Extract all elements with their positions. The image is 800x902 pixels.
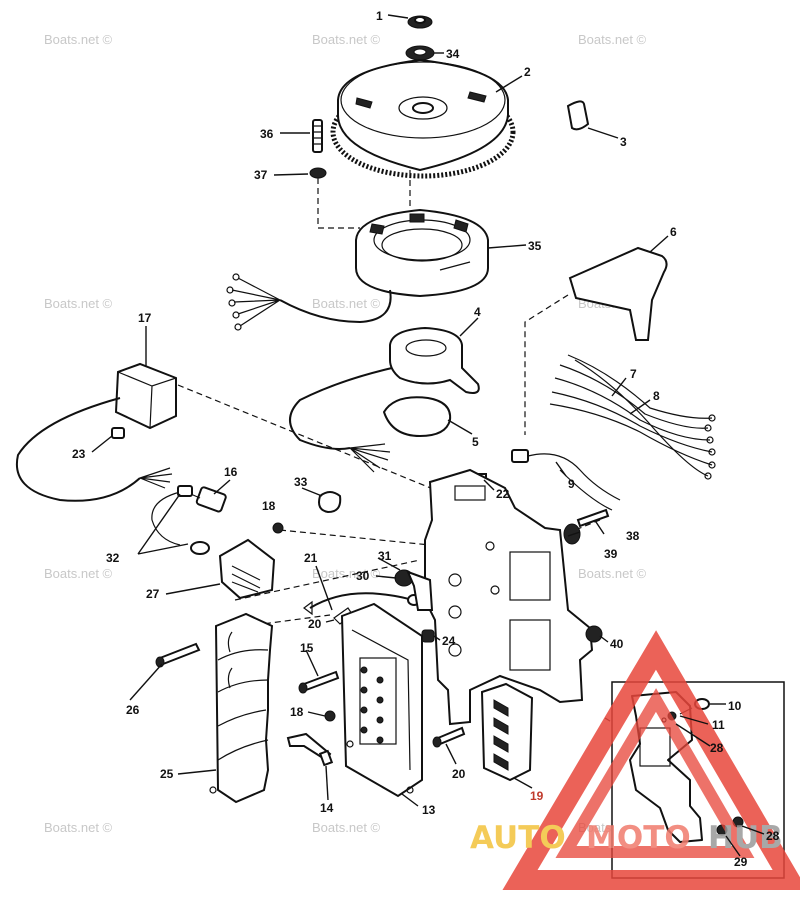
- key-part-3: [566, 100, 590, 131]
- gasket-part-5: [383, 396, 452, 437]
- callout-3: 3: [620, 135, 627, 149]
- watermark-layer: Boats.net © Boats.net © Boats.net © Boat…: [44, 32, 647, 835]
- callout-28a: 28: [710, 741, 724, 755]
- callout-6: 6: [670, 225, 677, 239]
- harness-parts-7-8: [549, 354, 716, 480]
- callout-40: 40: [610, 637, 624, 651]
- callout-33: 33: [294, 475, 308, 489]
- callout-35: 35: [528, 239, 542, 253]
- callout-30: 30: [356, 569, 370, 583]
- callout-27: 27: [146, 587, 160, 601]
- logo-text-auto: AUTO: [470, 820, 566, 856]
- callout-31: 31: [378, 549, 392, 563]
- callout-16: 16: [224, 465, 238, 479]
- mounting-plate: [424, 468, 594, 726]
- bracket-part-31: [406, 570, 434, 611]
- watermark: Boats.net ©: [578, 566, 647, 581]
- callout-21: 21: [304, 551, 318, 565]
- callout-20a: 20: [308, 617, 322, 631]
- nut-part-1: [407, 15, 433, 29]
- logo-triangle-icon: [502, 630, 800, 890]
- logo-text-hub: HUB: [708, 820, 783, 856]
- watermark: Boats.net ©: [44, 32, 113, 47]
- watermark: Boats.net ©: [578, 32, 647, 47]
- clamp-part-33: [318, 491, 342, 513]
- coil-part-17: [15, 362, 177, 502]
- callout-38: 38: [626, 529, 640, 543]
- nut-part-40: [585, 625, 603, 643]
- cover-part-25: [209, 612, 274, 804]
- callout-11: 11: [712, 718, 725, 732]
- leader-lines: [91, 14, 765, 857]
- callout-34: 34: [446, 47, 460, 61]
- screw-part-23: [111, 427, 125, 439]
- sensor-part-16: [185, 486, 227, 513]
- callout-15: 15: [300, 641, 314, 655]
- callout-20b: 20: [452, 767, 466, 781]
- callout-17: 17: [138, 311, 152, 325]
- spacer-part-24: [421, 629, 435, 643]
- automotohub-logo: AUTO MOTO HUB: [470, 630, 800, 890]
- bolt-part-20b: [432, 726, 466, 748]
- callout-36: 36: [260, 127, 274, 141]
- callout-2: 2: [524, 65, 531, 79]
- callout-22: 22: [496, 487, 510, 501]
- stator-wire-harness: [226, 273, 392, 331]
- watermark: Boats.net ©: [312, 32, 381, 47]
- callout-26: 26: [126, 703, 140, 717]
- watermark: Boats.net ©: [44, 820, 113, 835]
- terminal-block-part-19: [480, 682, 534, 782]
- nut-part-18b: [324, 710, 336, 722]
- callout-9: 9: [568, 477, 575, 491]
- watermark: Boats.net ©: [312, 566, 381, 581]
- logo-text-moto: MOTO: [586, 820, 691, 856]
- callout-18b: 18: [290, 705, 304, 719]
- watermark: Boats.net ©: [312, 820, 381, 835]
- callout-23: 23: [72, 447, 86, 461]
- callout-8: 8: [653, 389, 660, 403]
- wires-part-32: [151, 485, 210, 555]
- watermark: Boats.net ©: [44, 296, 113, 311]
- bolt-part-26: [155, 642, 201, 668]
- callout-37: 37: [254, 168, 268, 182]
- flywheel-part-2: [330, 58, 516, 179]
- callout-1: 1: [376, 9, 383, 23]
- callout-7: 7: [630, 367, 637, 381]
- callout-14: 14: [320, 801, 334, 815]
- bracket-part-6: [568, 246, 668, 341]
- callout-25: 25: [160, 767, 174, 781]
- screw-part-36: [312, 119, 323, 153]
- module-part-27: [218, 538, 276, 600]
- callout-39: 39: [604, 547, 618, 561]
- callout-4: 4: [474, 305, 481, 319]
- washer-part-37: [309, 167, 327, 179]
- wire-part-9: [511, 449, 621, 511]
- nut-part-18a: [272, 522, 284, 534]
- callout-29: 29: [734, 855, 748, 869]
- part-14: [286, 732, 334, 767]
- callout-24: 24: [442, 634, 456, 648]
- callout-19: 19: [530, 789, 544, 803]
- callout-5: 5: [472, 435, 479, 449]
- callout-32: 32: [106, 551, 120, 565]
- screw-part-38: [576, 508, 610, 528]
- switch-box-part-13: [340, 602, 423, 798]
- watermark: Boats.net ©: [312, 296, 381, 311]
- callout-labels: 1 34 2 3 36 37 35 6 4 17 7 8 5 23 16 9 3…: [72, 9, 780, 869]
- washer-part-34: [405, 45, 435, 61]
- callout-18a: 18: [262, 499, 276, 513]
- trigger-part-4: [289, 326, 480, 473]
- bolt-part-15: [298, 670, 340, 694]
- callout-28b: 28: [766, 829, 780, 843]
- stator-part-35: [355, 208, 489, 298]
- callout-13: 13: [422, 803, 436, 817]
- watermark: Boats.net ©: [44, 566, 113, 581]
- callout-10: 10: [728, 699, 742, 713]
